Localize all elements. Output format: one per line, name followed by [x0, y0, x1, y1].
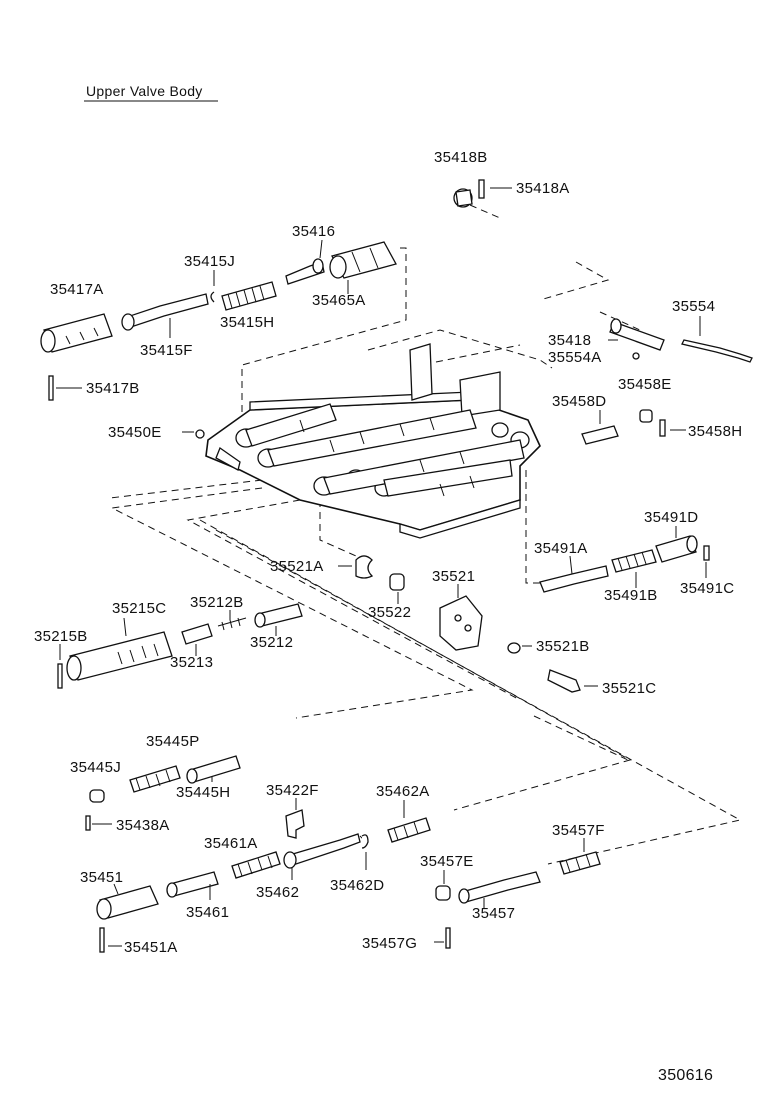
- assembly-guide-lines: [109, 204, 742, 865]
- label-35418: 35418: [548, 332, 591, 349]
- part-35450E-ball: [195, 429, 205, 439]
- part-35554-rod: [681, 339, 753, 363]
- part-35491B-spring: [611, 549, 657, 588]
- part-35461A-spring: [231, 851, 281, 879]
- label-35461A: 35461A: [204, 835, 258, 852]
- label-35415H: 35415H: [220, 314, 274, 331]
- part-35415J-clip: [210, 291, 215, 303]
- label-35445P: 35445P: [146, 733, 200, 750]
- part-35438A-pin: [85, 815, 91, 831]
- part-35445J-spring: [129, 765, 181, 793]
- label-35458D: 35458D: [552, 393, 606, 410]
- label-35417A: 35417A: [50, 281, 104, 298]
- label-35491A: 35491A: [534, 540, 588, 557]
- label-35418A: 35418A: [516, 180, 570, 197]
- part-35457-valve: [458, 871, 541, 908]
- label-35458H: 35458H: [688, 423, 742, 440]
- label-35457: 35457: [472, 905, 515, 922]
- part-35462A-spring: [387, 800, 431, 843]
- part-35521B-washer: [507, 642, 521, 654]
- label-35554: 35554: [672, 298, 715, 315]
- part-35451A-pin: [99, 927, 105, 953]
- label-35415F: 35415F: [140, 342, 193, 359]
- label-35212: 35212: [250, 634, 293, 651]
- label-35521A: 35521A: [270, 558, 324, 575]
- part-35457E-plug: [435, 885, 451, 901]
- part-35417B-pin: [48, 375, 54, 401]
- label-35417B: 35417B: [86, 380, 140, 397]
- part-35554A-ring: [632, 352, 640, 360]
- part-35415F-valve: [121, 293, 209, 338]
- label-35418B: 35418B: [434, 149, 488, 166]
- label-35415J: 35415J: [184, 253, 235, 270]
- part-35418B-plug: [453, 188, 473, 208]
- part-35418-shaft: [609, 318, 665, 351]
- label-35212B: 35212B: [190, 594, 244, 611]
- label-35445H: 35445H: [176, 784, 230, 801]
- label-35450E: 35450E: [108, 424, 162, 441]
- part-35215B-pin: [57, 663, 63, 689]
- part-35451-sleeve: [96, 883, 159, 920]
- label-35462A: 35462A: [376, 783, 430, 800]
- label-35491B: 35491B: [604, 587, 658, 604]
- part-35213-plug: [181, 623, 213, 645]
- label-35445J: 35445J: [70, 759, 121, 776]
- part-35445P-valve: [186, 755, 241, 784]
- part-35461-plug: [166, 871, 219, 900]
- label-35457F: 35457F: [552, 822, 605, 839]
- label-35422F: 35422F: [266, 782, 319, 799]
- label-35521: 35521: [432, 568, 475, 585]
- part-35416-valve: [285, 239, 325, 285]
- part-35458H-pin: [659, 419, 666, 437]
- label-35416: 35416: [292, 223, 335, 240]
- part-35521A-spring: [338, 555, 374, 579]
- label-35458E: 35458E: [618, 376, 672, 393]
- part-labels: 35418B 35418A 35416 35415J 35417A 35465A…: [34, 149, 742, 956]
- part-35457G-pin: [445, 927, 451, 949]
- part-35458E-plug: [639, 409, 653, 423]
- label-35215C: 35215C: [112, 600, 166, 617]
- part-35212-valve: [254, 603, 303, 636]
- label-35451A: 35451A: [124, 939, 178, 956]
- upper-valve-body-casting: [205, 343, 541, 539]
- label-35457G: 35457G: [362, 935, 417, 952]
- part-35521C-bolt: [547, 669, 598, 693]
- label-35462: 35462: [256, 884, 299, 901]
- label-35491C: 35491C: [680, 580, 734, 597]
- part-35417A-sleeve: [40, 313, 113, 353]
- label-35451: 35451: [80, 869, 123, 886]
- part-35445H-plug: [89, 789, 105, 803]
- part-35491C-pin: [703, 545, 710, 561]
- label-35438A: 35438A: [116, 817, 170, 834]
- part-35415H-spring: [221, 281, 277, 311]
- figure-code: 350616: [658, 1067, 713, 1084]
- part-35491D-sleeve: [655, 526, 698, 563]
- diagram-title: Upper Valve Body: [86, 83, 203, 99]
- part-35422F-clip: [285, 809, 305, 839]
- label-35554A: 35554A: [548, 349, 602, 366]
- part-35522-plug: [389, 573, 405, 591]
- part-35465A-sleeve: [329, 241, 397, 294]
- label-35521C: 35521C: [602, 680, 656, 697]
- label-35465A: 35465A: [312, 292, 366, 309]
- part-35457F-spring: [559, 838, 601, 875]
- part-35462-valve: [283, 833, 361, 880]
- label-35521B: 35521B: [536, 638, 590, 655]
- part-35418A-pin: [478, 179, 485, 199]
- label-35457E: 35457E: [420, 853, 474, 870]
- part-35212B-spring: [217, 617, 247, 631]
- label-35461: 35461: [186, 904, 229, 921]
- part-35521-plate: [439, 584, 483, 651]
- label-35213: 35213: [170, 654, 213, 671]
- part-35458D-plunger: [581, 425, 619, 445]
- part-35462D-clip: [361, 834, 369, 849]
- label-35215B: 35215B: [34, 628, 88, 645]
- label-35462D: 35462D: [330, 877, 384, 894]
- label-35522: 35522: [368, 604, 411, 621]
- label-35491D: 35491D: [644, 509, 698, 526]
- part-35215C-sleeve: [66, 617, 173, 681]
- part-35491A-valve: [539, 555, 609, 593]
